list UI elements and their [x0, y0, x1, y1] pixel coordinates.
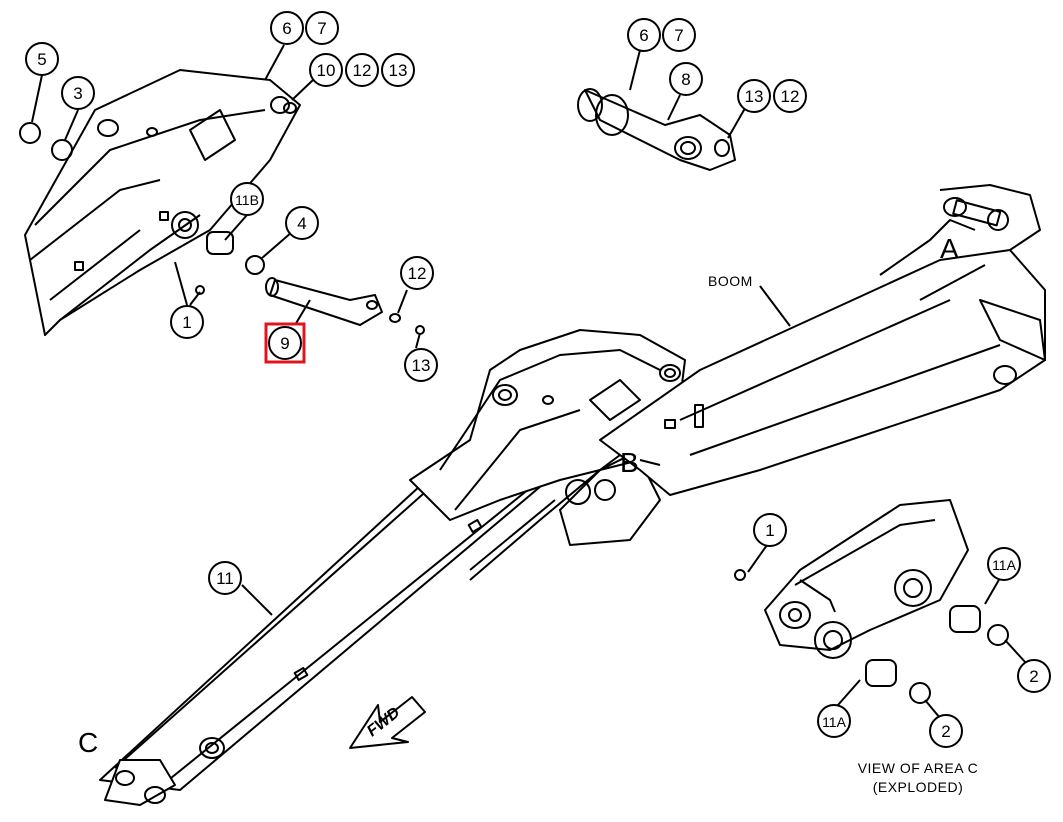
svg-text:11A: 11A	[822, 714, 847, 730]
svg-text:1: 1	[182, 313, 191, 332]
callout-6-top-right[interactable]: 6	[627, 18, 661, 52]
svg-text:12: 12	[353, 61, 372, 80]
area-c-label: C	[78, 727, 98, 758]
callout-12-top-right[interactable]: 12	[773, 79, 807, 113]
svg-text:1: 1	[765, 521, 774, 540]
callout-7-top-left[interactable]: 7	[305, 11, 339, 45]
callout-11a-right[interactable]: 11A	[987, 547, 1021, 581]
callout-13-top-left[interactable]: 13	[381, 53, 415, 87]
svg-text:5: 5	[37, 50, 46, 69]
callout-13-mid[interactable]: 13	[404, 348, 438, 382]
area-c-exploded-drawing	[734, 499, 1009, 704]
svg-text:7: 7	[674, 26, 683, 45]
area-b-label: B	[620, 447, 639, 478]
callout-3[interactable]: 3	[61, 76, 95, 110]
svg-text:12: 12	[781, 87, 800, 106]
callout-5[interactable]: 5	[25, 42, 59, 76]
callout-12-top-left[interactable]: 12	[345, 53, 379, 87]
callouts: 6 7 5 3 10 12 13 11B 4 12 1 9 13 6 7 8 1…	[25, 11, 1051, 748]
svg-text:10: 10	[317, 61, 336, 80]
callout-1-top-left[interactable]: 1	[170, 305, 204, 339]
callout-13-top-right[interactable]: 13	[737, 79, 771, 113]
callout-2-bottom[interactable]: 2	[929, 714, 963, 748]
view-area-c-label: VIEW OF AREA C	[858, 760, 979, 776]
svg-text:12: 12	[408, 264, 427, 283]
callout-10[interactable]: 10	[309, 53, 343, 87]
leader-lines	[31, 44, 1027, 719]
callout-7-top-right[interactable]: 7	[662, 18, 696, 52]
callout-11a-bottom[interactable]: 11A	[817, 704, 851, 738]
callout-1-area-c[interactable]: 1	[753, 513, 787, 547]
svg-text:4: 4	[297, 214, 306, 233]
svg-text:11B: 11B	[235, 192, 259, 208]
svg-text:3: 3	[73, 84, 82, 103]
callout-9-highlighted[interactable]: 9	[264, 322, 306, 364]
callout-12-mid[interactable]: 12	[400, 256, 434, 290]
top-left-detail-drawing	[19, 69, 425, 336]
svg-text:13: 13	[389, 61, 408, 80]
svg-text:9: 9	[280, 334, 289, 353]
svg-text:7: 7	[317, 19, 326, 38]
svg-text:6: 6	[639, 26, 648, 45]
svg-text:13: 13	[745, 87, 764, 106]
callout-6-top-left[interactable]: 6	[270, 11, 304, 45]
callout-11[interactable]: 11	[208, 561, 242, 595]
exploded-label: (EXPLODED)	[873, 779, 964, 795]
callout-11b[interactable]: 11B	[230, 182, 264, 216]
boom-label: BOOM	[708, 273, 753, 289]
svg-text:6: 6	[282, 19, 291, 38]
area-a-label: A	[940, 233, 959, 264]
svg-text:11: 11	[216, 569, 234, 588]
svg-text:8: 8	[681, 70, 690, 89]
callout-4[interactable]: 4	[285, 206, 319, 240]
pin-assembly-drawing	[577, 88, 736, 171]
svg-text:2: 2	[1029, 667, 1038, 686]
highlight-box	[264, 322, 306, 364]
forward-arrow-icon: FWD	[349, 696, 426, 749]
svg-text:11A: 11A	[992, 557, 1017, 573]
main-stick-drawing	[99, 184, 1046, 806]
callout-2-right[interactable]: 2	[1017, 659, 1051, 693]
svg-text:2: 2	[941, 722, 950, 741]
svg-text:13: 13	[412, 356, 431, 375]
callout-8[interactable]: 8	[669, 62, 703, 96]
